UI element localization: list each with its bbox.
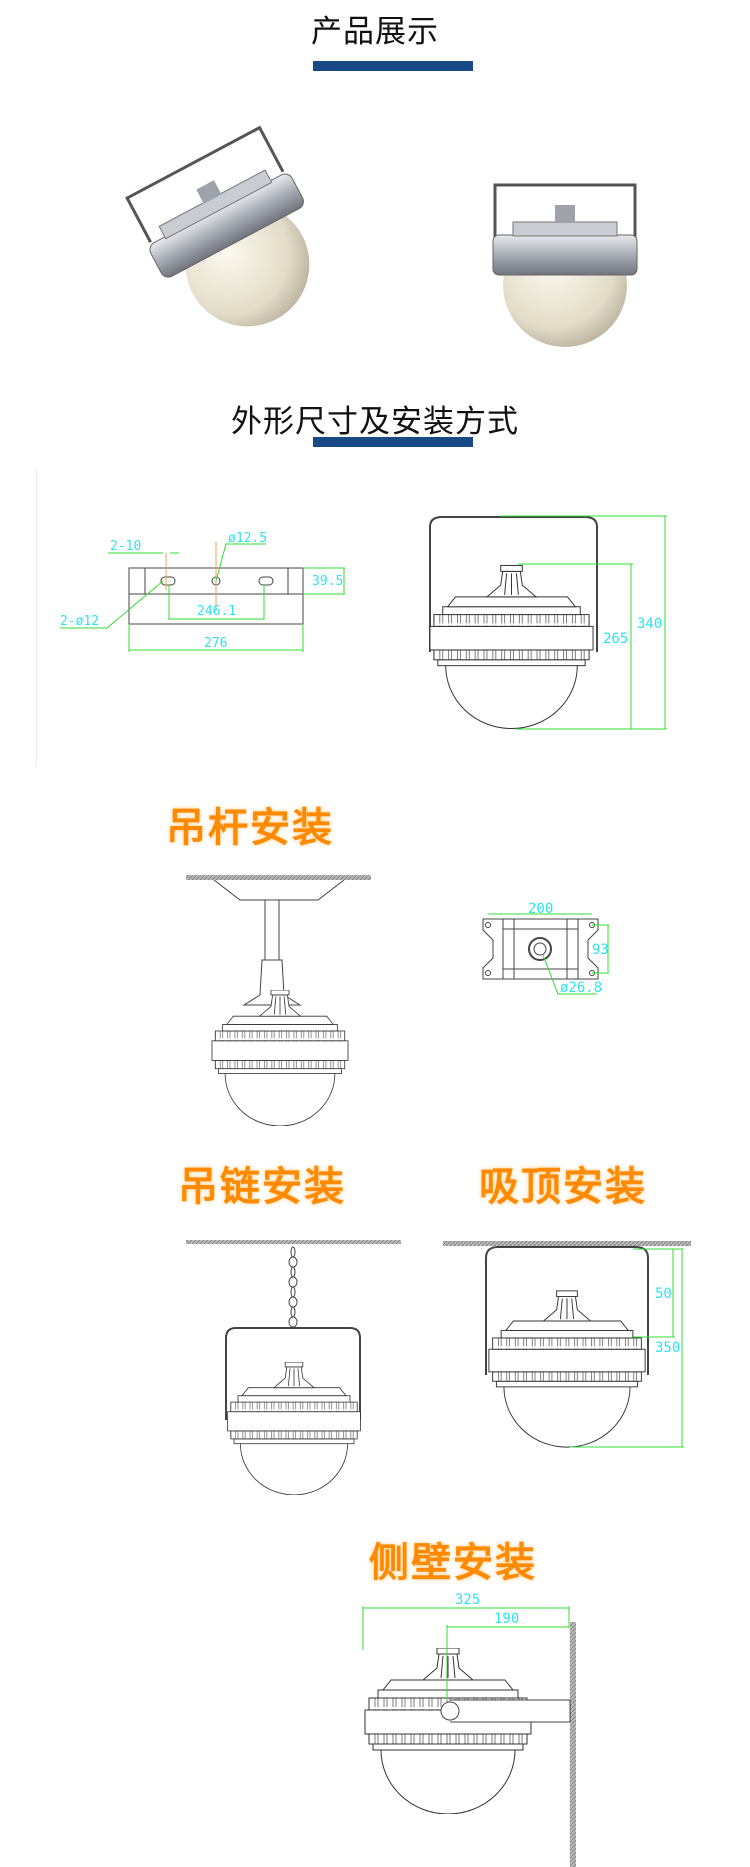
dim-total-height: 340: [637, 616, 663, 632]
install-title-chain: 吊链安装: [178, 1164, 346, 1210]
dim-height: 39.5: [312, 574, 344, 589]
dim-hole-spacing: 246.1: [197, 604, 237, 619]
dim-holes: 2-ø12: [60, 614, 100, 629]
pole-install-drawing: [186, 875, 371, 1126]
bracket-drawing: [60, 542, 345, 652]
dim-plate-hole: ø26.8: [560, 980, 603, 996]
lamp-dimension-drawing: [429, 515, 667, 730]
title-underline: [313, 61, 473, 71]
dim-center-hole: ø12.5: [228, 531, 268, 546]
section-title-dimensions: 外形尺寸及安装方式: [231, 404, 519, 440]
mounting-plate-drawing: [482, 913, 609, 995]
section-title-product-display: 产品展示: [311, 14, 439, 50]
dim-ceiling-total: 350: [655, 1340, 681, 1356]
install-title-wall: 侧壁安装: [369, 1540, 537, 1586]
product-photo-tilted: [125, 125, 310, 327]
dim-ceiling-gap: 50: [655, 1286, 672, 1302]
title-underline: [313, 437, 473, 447]
install-title-ceiling: 吸顶安装: [479, 1164, 647, 1210]
dim-plate-height: 93: [592, 942, 609, 958]
dim-wall-arm: 190: [494, 1611, 520, 1627]
install-title-pole: 吊杆安装: [166, 805, 334, 851]
dim-body-height: 265: [603, 631, 629, 647]
dim-plate-width: 200: [528, 901, 554, 917]
dim-slot: 2-10: [110, 539, 142, 554]
dimension-panel: [36, 467, 714, 767]
dim-width: 276: [204, 636, 228, 651]
product-photo-front: [492, 183, 638, 347]
dim-wall-total: 325: [455, 1592, 481, 1608]
